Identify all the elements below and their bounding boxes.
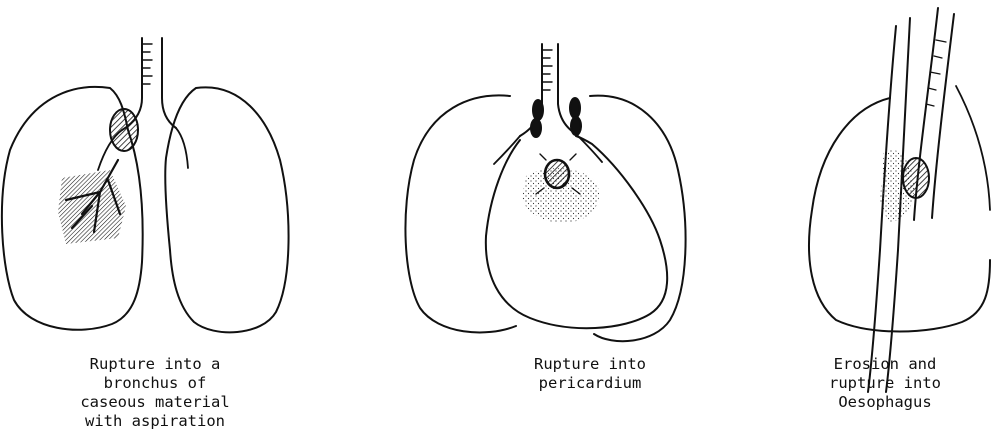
ruptured-node xyxy=(545,160,569,188)
caption-line: caseous material xyxy=(40,393,270,412)
caption-line: Rupture into a xyxy=(40,355,270,374)
caption-line: Rupture into xyxy=(500,355,680,374)
pericardium-outline xyxy=(486,136,667,328)
panel-oesophagus-erosion xyxy=(809,8,990,392)
caseous-lymph-node xyxy=(110,109,138,151)
paratracheal-node-left-lower xyxy=(531,119,541,137)
paratracheal-node-right-lower xyxy=(571,117,581,135)
caption-line: Oesophagus xyxy=(770,393,993,412)
eroding-lymph-node xyxy=(903,158,929,198)
trachea-rings xyxy=(926,40,946,106)
right-lung-outline xyxy=(165,87,288,332)
paratracheal-node-left xyxy=(533,100,543,120)
panel-bronchus-rupture xyxy=(2,38,289,332)
right-lung-outline xyxy=(590,96,686,342)
panel-pericardium-rupture xyxy=(405,44,685,341)
caption-bronchus-rupture: Rupture into a bronchus of caseous mater… xyxy=(40,355,270,431)
caption-oesophagus-erosion: Erosion and rupture into Oesophagus xyxy=(770,355,993,412)
caption-line: Erosion and xyxy=(770,355,993,374)
caption-line: bronchus of xyxy=(40,374,270,393)
paratracheal-node-right xyxy=(570,98,580,118)
left-lung-outline xyxy=(405,95,516,332)
caption-line: pericardium xyxy=(500,374,680,393)
caption-pericardium-rupture: Rupture into pericardium xyxy=(500,355,680,393)
trachea-rings xyxy=(142,44,152,84)
caption-line: rupture into xyxy=(770,374,993,393)
caption-line: with aspiration xyxy=(40,412,270,431)
trachea-rings xyxy=(542,50,552,90)
